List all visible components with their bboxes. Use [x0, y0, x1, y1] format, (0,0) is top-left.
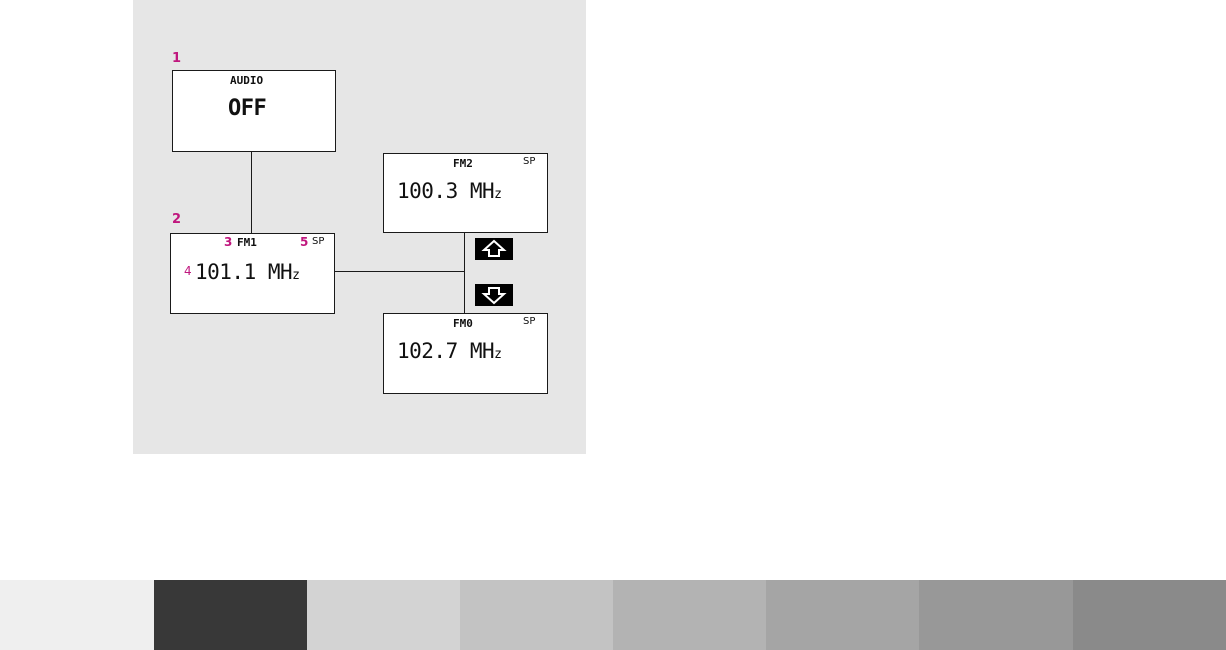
fm1-frequency: 101.1 MHz [195, 260, 300, 284]
audio-status: OFF [228, 96, 267, 121]
callout-1: 1 [172, 51, 182, 66]
connector-fm1-horizontal [333, 271, 465, 272]
connector-audio-fm1 [251, 150, 252, 234]
fm0-band: FM0 [453, 317, 473, 330]
fm2-frequency-number: 100.3 MH [397, 179, 495, 203]
color-bar-segment [766, 580, 919, 650]
callout-5: 5 [300, 235, 309, 249]
arrow-up-button[interactable] [475, 238, 513, 260]
fm1-band: FM1 [237, 236, 257, 249]
color-bar-segment [613, 580, 766, 650]
callout-2: 2 [172, 212, 182, 227]
color-bar-segment [919, 580, 1073, 650]
color-bar-segment [1073, 580, 1226, 650]
fm2-band: FM2 [453, 157, 473, 170]
fm1-sp-indicator: SP [312, 236, 325, 247]
callout-3: 3 [224, 235, 233, 249]
connector-vertical-fm2-fm0 [464, 232, 465, 314]
fm1-frequency-suffix: z [292, 268, 300, 283]
audio-screen: AUDIO OFF [172, 70, 336, 152]
fm1-frequency-number: 101.1 MH [195, 260, 293, 284]
color-bar-segment [307, 580, 460, 650]
fm0-frequency-suffix: z [494, 347, 502, 362]
audio-title: AUDIO [230, 74, 264, 87]
arrow-down-icon [481, 287, 507, 305]
fm2-frequency: 100.3 MHz [397, 179, 502, 203]
fm0-sp-indicator: SP [523, 316, 536, 327]
arrow-down-button[interactable] [475, 284, 513, 306]
fm2-frequency-suffix: z [494, 187, 502, 202]
arrow-up-icon [481, 239, 507, 257]
color-bar-segment [154, 580, 307, 650]
fm0-screen: FM0 SP 102.7 MHz [383, 313, 548, 394]
fm2-screen: FM2 SP 100.3 MHz [383, 153, 548, 233]
color-bar-segment [0, 580, 154, 650]
fm1-screen: 3 FM1 5 SP 4 101.1 MHz [170, 233, 335, 314]
callout-4: 4 [184, 264, 192, 278]
fm0-frequency: 102.7 MHz [397, 339, 502, 363]
fm2-sp-indicator: SP [523, 156, 536, 167]
color-bar-segment [460, 580, 613, 650]
fm0-frequency-number: 102.7 MH [397, 339, 495, 363]
